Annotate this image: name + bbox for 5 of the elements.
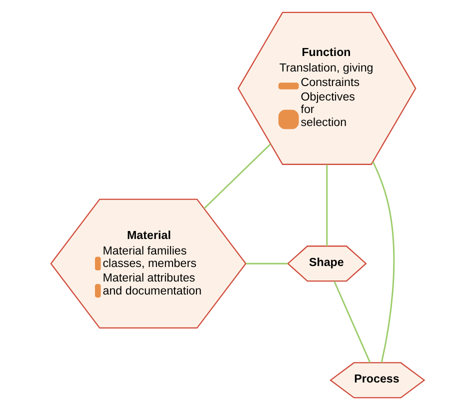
connector xyxy=(333,280,370,363)
connector xyxy=(203,144,270,209)
connector xyxy=(372,162,394,363)
connector xyxy=(246,262,288,264)
connector xyxy=(326,164,328,246)
